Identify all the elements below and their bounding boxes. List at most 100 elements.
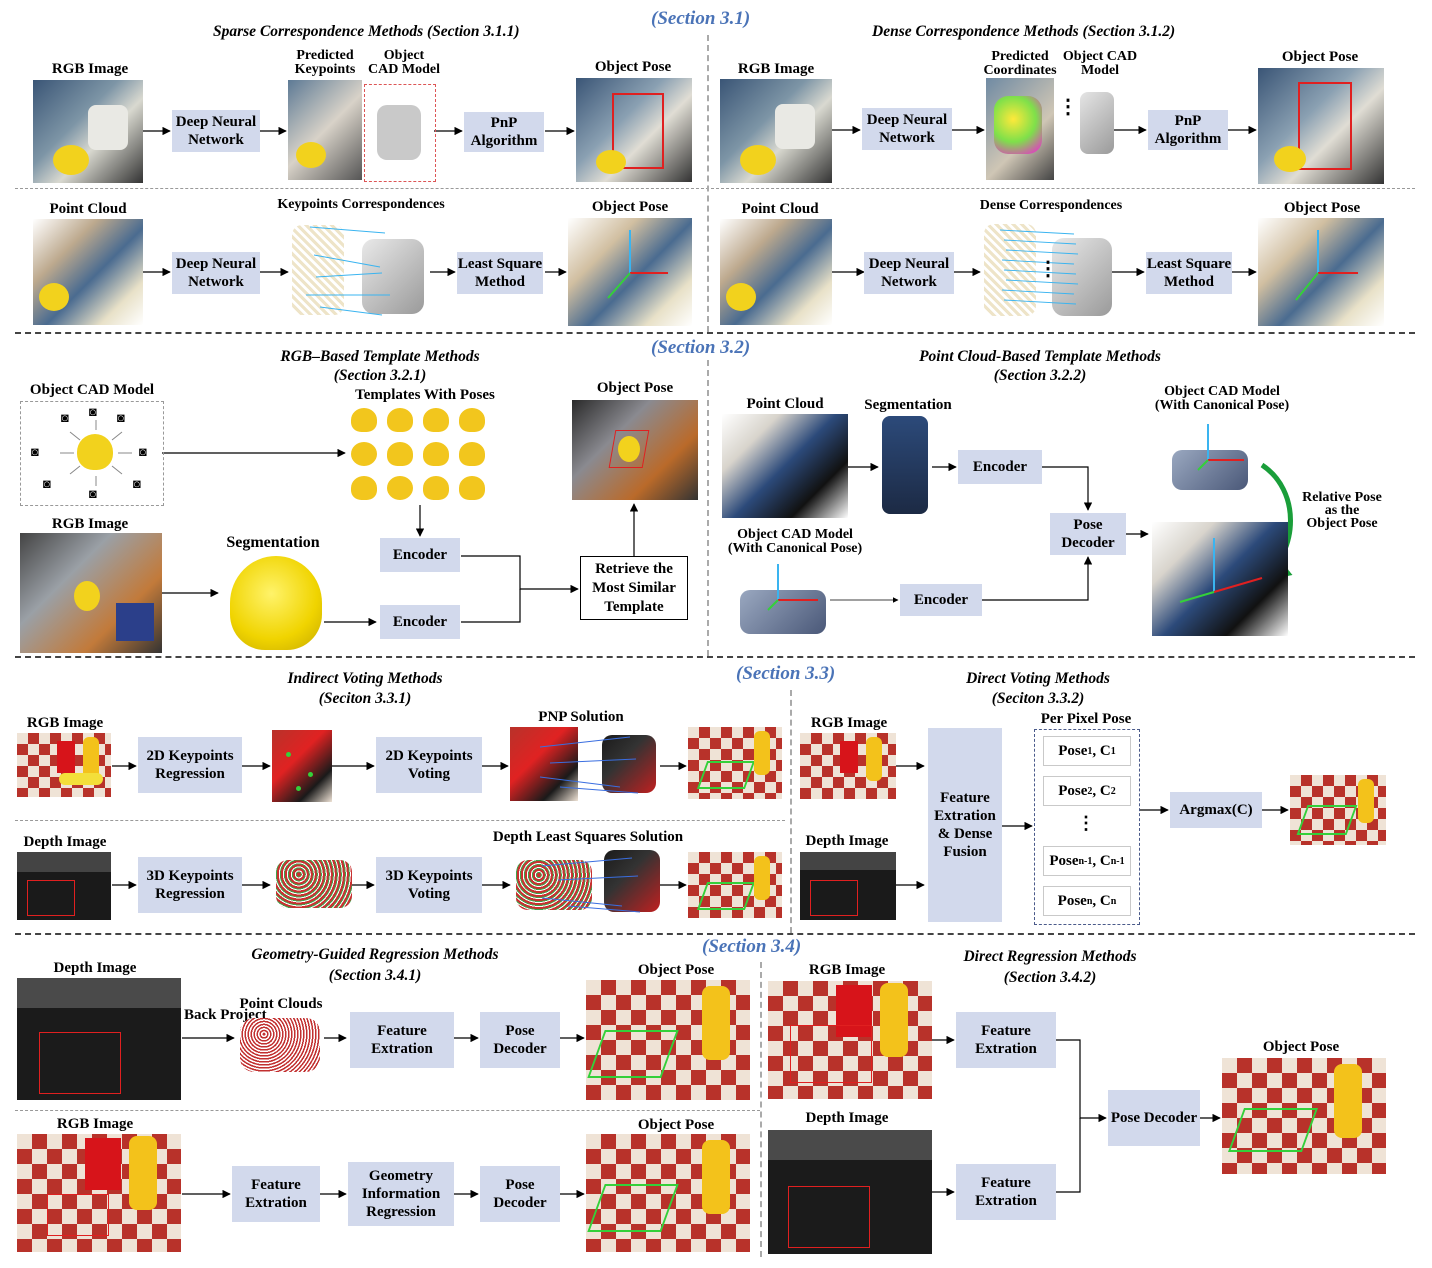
point-cloud-photo [33,219,143,325]
vdivider-3-2 [707,360,709,656]
duck-shape [726,283,756,311]
label-rgb-image: RGB Image [810,715,888,731]
label-cad-canonical-top: Object CAD Model [1164,384,1280,399]
deep-neural-network-box: Deep Neural Network [862,108,952,150]
label-depth-image: Depth Image [805,833,889,849]
box-text: Feature Extration [975,1175,1037,1209]
pose-bbox [1296,805,1358,835]
object-pose-photo [1152,522,1288,636]
section-3-4-label: (Section 3.4) [702,936,802,957]
label-rgb-image: RGB Image [808,962,886,978]
box-text: Encoder [392,614,448,630]
template-grid [348,405,488,503]
per-pixel-pose-container [1034,729,1140,925]
rgb-image-photo [17,733,111,797]
retrieve-template-box: Retrieve the Most Similar Template [580,556,688,620]
box-text: Deep Neural Network [866,112,948,146]
subtitle-3-3-1: (Seciton 3.3.1) [318,690,412,707]
watering-can-shape [88,105,128,150]
pose-bbox [587,1030,679,1078]
segmented-point-cloud [882,416,928,514]
pose-bbox [612,93,664,169]
pose-bbox [1298,82,1352,170]
camera-icon: ◙ [117,410,125,425]
subtitle-3-4-2: (Section 3.4.2) [1003,969,1097,986]
keypoint-dot [296,786,301,791]
box-text: Pose Decoder [493,1023,547,1057]
object-pose-photo [572,400,698,500]
correspondence-lines [306,226,390,316]
label-point-cloud: Point Cloud [49,201,127,217]
box-text: Geometry Information Regression [361,1168,441,1220]
box-text: Pose Decoder [1110,1110,1198,1126]
box-text: Encoder [392,547,448,563]
object-pose-photo [1290,775,1386,845]
object-pose-photo [576,78,692,182]
mustard-shape [702,1140,730,1214]
blue-object-shape [116,603,154,641]
pose-decoder-box: Pose Decoder [1050,513,1126,555]
rgb-image-photo [768,981,932,1099]
rgb-image-photo [20,533,162,653]
label-object-pose-1: Object Pose [637,962,715,978]
pose-axes [1179,538,1263,603]
depth-image-photo [768,1130,932,1254]
keypoint-image [288,80,362,180]
drill-model-shape [602,735,656,793]
box-text: Least Square Method [1146,256,1232,290]
object-pose-photo-2 [1258,218,1384,326]
camera-icon: ◙ [61,410,69,425]
can-shape [85,1138,121,1190]
c-word: C [1099,742,1111,759]
predicted-coordinates-image [986,78,1054,180]
cad-model-canonical [1168,420,1252,498]
template-thumbnail [387,408,413,432]
box-text: Feature Extration [371,1023,433,1057]
label-segmentation: Segmentation [226,534,320,551]
pose-subscript: 1 [1087,745,1093,757]
cad-model-bbox [364,84,436,182]
feature-extraction-box-2: Feature Extration [232,1166,320,1222]
pose-word: Pose [1049,852,1079,869]
label-segmentation: Segmentation [864,397,952,413]
cad-model-shape [740,590,826,634]
box-text: Feature Extration [975,1023,1037,1057]
cad-model-shape [377,105,421,160]
pose-bbox [696,761,756,789]
mustard-shape [880,983,908,1057]
subtitle-3-2-2: (Section 3.2.2) [993,367,1087,384]
title-3-2-2: Point Cloud-Based Template Methods [919,348,1161,365]
label-back-project-1: Back Project [184,1007,267,1023]
keypoint-dot [286,752,291,757]
box-text: Pose Decoder [1061,517,1115,551]
divider-3-4-row [15,1110,760,1111]
subtitle-3-2-1: (Section 3.2.1) [333,367,427,384]
least-square-method-box: Least Square Method [457,252,543,294]
drill-model-shape [604,850,660,912]
can-shape [57,741,75,773]
template-thumbnail [351,408,377,432]
template-thumbnail [459,408,485,432]
box-text: Deep Neural Network [175,114,257,148]
duck-shape [740,145,776,175]
depth-least-squares-visual [512,846,662,920]
title-3-4-1: Geometry-Guided Regression Methods [251,946,499,963]
template-thumbnail [387,442,413,466]
mustard-shape [754,731,770,775]
feature-extraction-box-1: Feature Extration [350,1012,454,1068]
pose-axes [607,230,668,299]
title-3-3-2: Direct Voting Methods [966,670,1110,687]
depth-image-photo [17,978,181,1100]
object-pose-photo [688,727,782,799]
template-thumbnail [459,476,485,500]
point-cloud-photo [720,219,832,325]
label-predicted-coordinates: Predicted Coordinates [983,49,1057,78]
label-as-the: as the [1324,503,1360,518]
box-text: Deep Neural Network [868,256,950,290]
encoder-box-1: Encoder [380,538,460,572]
correspondence-lines [541,857,641,913]
dots-icon: ⋮ [1077,813,1095,833]
